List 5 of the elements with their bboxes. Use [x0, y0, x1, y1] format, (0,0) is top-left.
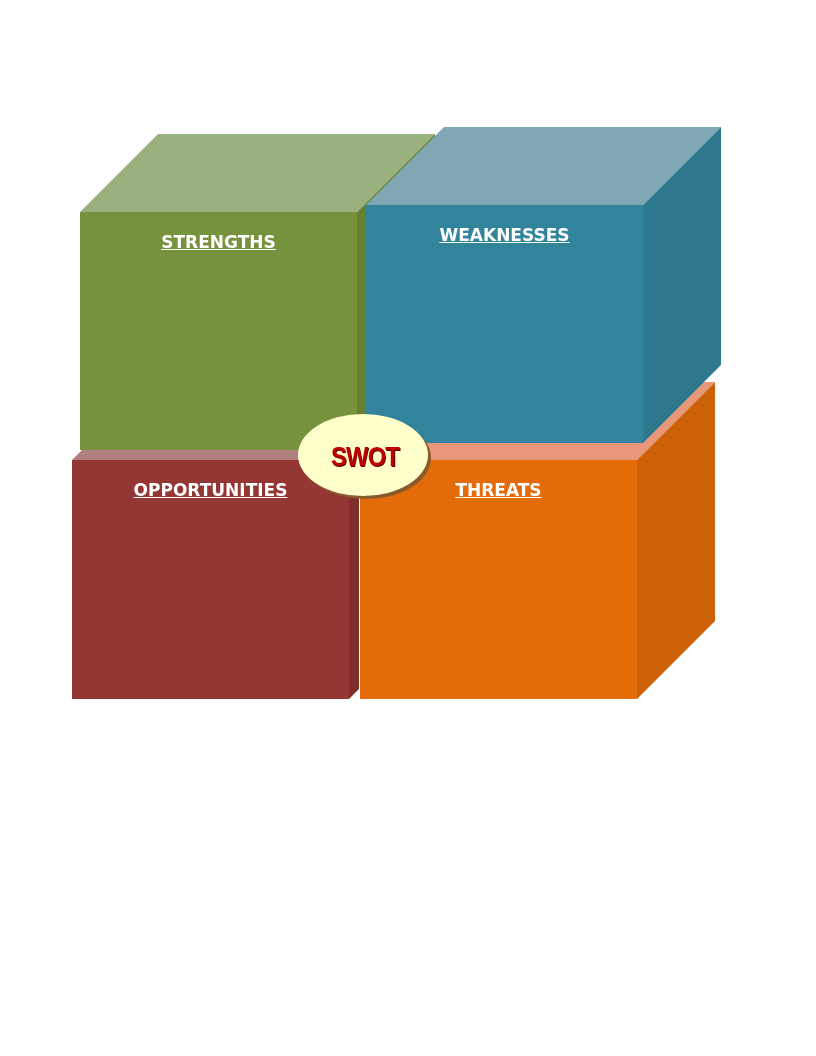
quadrant-heading: WEAKNESSES — [438, 225, 571, 245]
quadrant-heading: OPPORTUNITIES — [132, 480, 289, 500]
quadrant-heading: STRENGTHS — [160, 232, 277, 252]
center-title: SWOT — [331, 441, 399, 473]
quadrant-heading: THREATS — [454, 480, 543, 500]
